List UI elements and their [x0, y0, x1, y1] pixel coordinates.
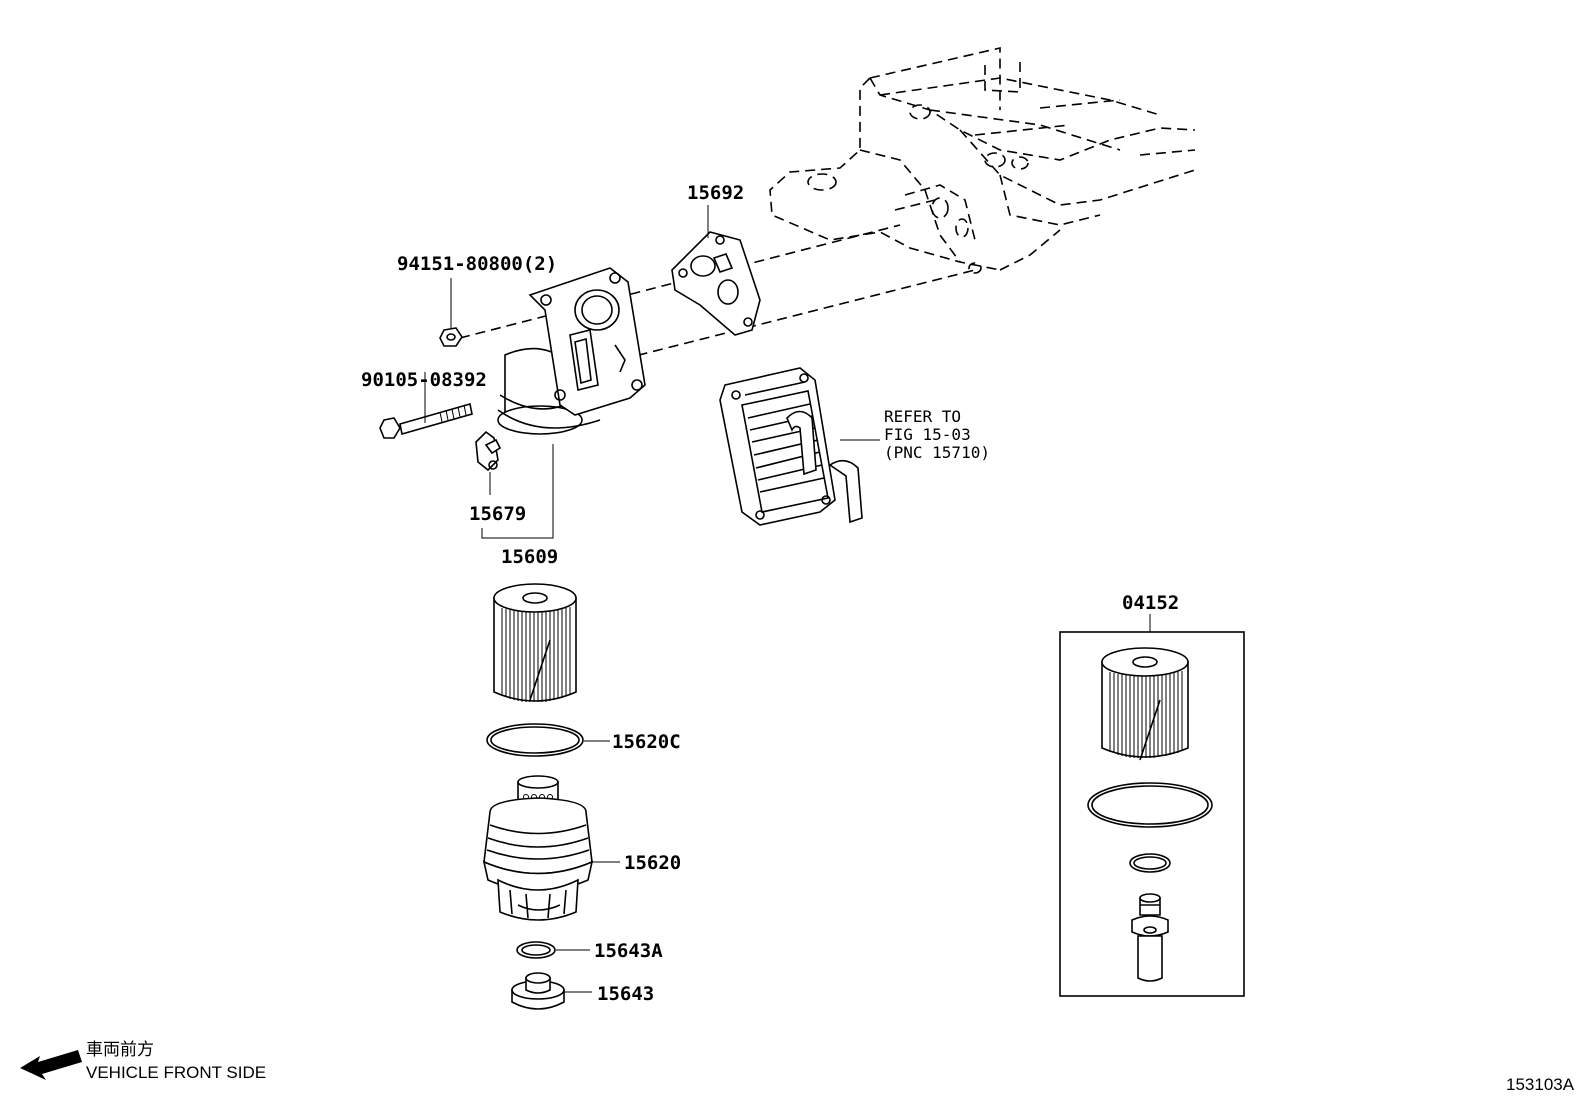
oil-filter-bracket: [497, 267, 646, 435]
union-15679: [475, 430, 502, 472]
front-label-english: VEHICLE FRONT SIDE: [86, 1063, 266, 1082]
label-90105: 90105-08392: [361, 369, 487, 391]
kit-drain-pipe: [1131, 893, 1169, 982]
label-15692: 15692: [687, 182, 744, 204]
drain-plug-15643: [511, 972, 565, 1010]
label-15679: 15679: [469, 503, 526, 525]
oil-filter-cap: [482, 775, 594, 921]
leader-15609: [481, 444, 554, 539]
kit-filter-element: [1101, 647, 1189, 761]
label-15620: 15620: [624, 852, 681, 874]
label-15643a: 15643A: [594, 940, 663, 962]
kit-04152-box: [1059, 631, 1245, 997]
label-04152: 04152: [1122, 592, 1179, 614]
refer-note-line1: REFER TO: [884, 407, 961, 426]
kit-o-ring-large: [1087, 782, 1213, 828]
oil-filter-element: [493, 583, 577, 702]
refer-note-line2: FIG 15-03: [884, 425, 971, 444]
label-15609: 15609: [501, 546, 558, 568]
label-15620c: 15620C: [612, 731, 681, 753]
label-15643: 15643: [597, 983, 654, 1005]
label-94151: 94151-80800(2): [397, 253, 557, 275]
oil-filter-bracket-gasket: [671, 231, 761, 336]
vehicle-front-arrow-icon: [20, 1050, 82, 1080]
bolt-90105: [379, 402, 473, 439]
oil-cooler: [719, 367, 863, 526]
bolt-94151: [439, 327, 463, 347]
refer-note-line3: (PNC 15710): [884, 443, 990, 462]
front-label-japanese: 車両前方: [86, 1040, 154, 1059]
gasket-15643a: [516, 941, 556, 959]
figure-id: 153103A: [1506, 1075, 1575, 1094]
o-ring-15620c: [486, 723, 584, 757]
kit-o-ring-small: [1129, 853, 1171, 873]
engine-block-phantom: [769, 46, 1196, 274]
